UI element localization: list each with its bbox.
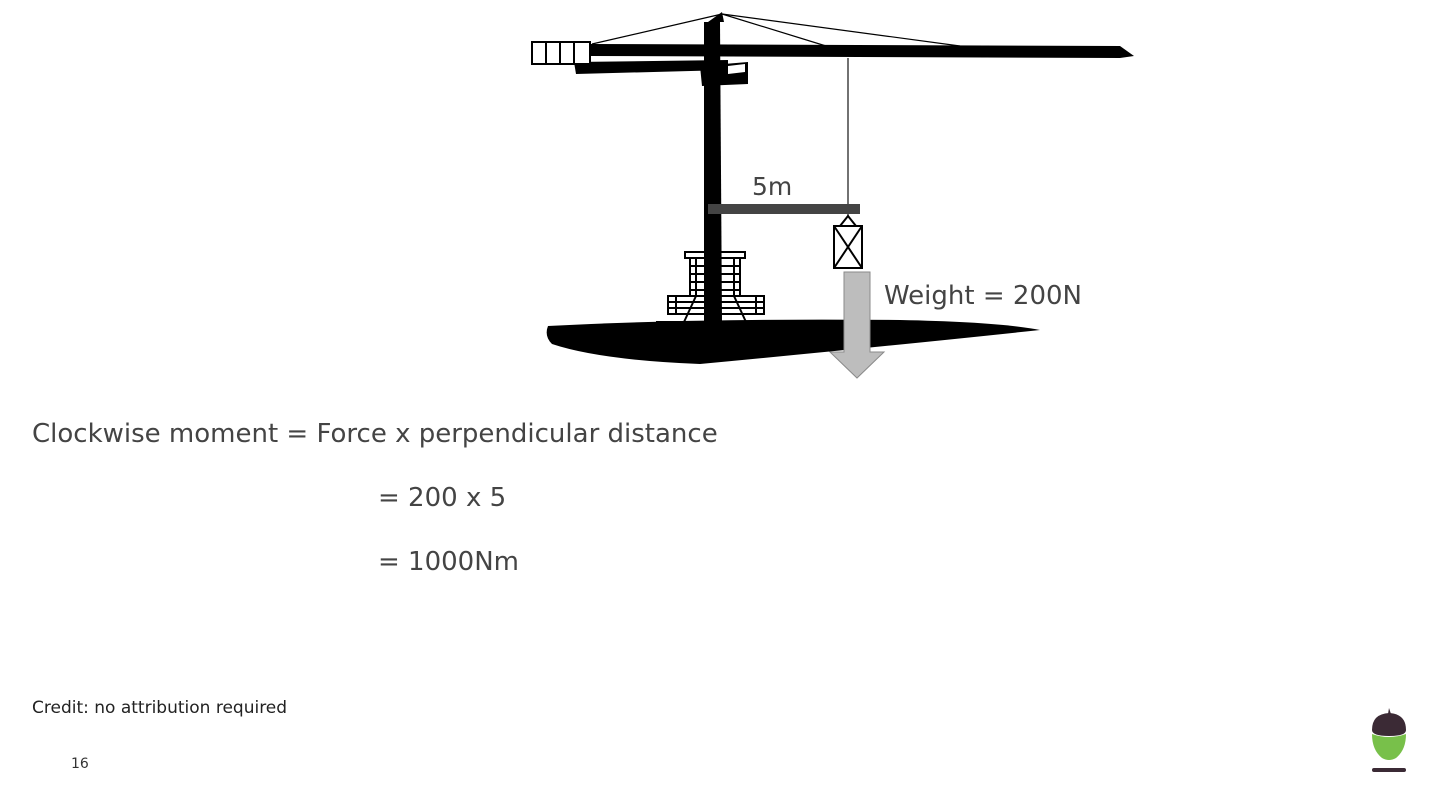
- weight-arrow: [828, 271, 886, 379]
- acorn-logo-icon: [1372, 708, 1406, 772]
- formula-line-1: Clockwise moment = Force x perpendicular…: [32, 419, 718, 449]
- crane-diagram: [531, 12, 1134, 379]
- weight-label: Weight = 200N: [884, 281, 1082, 311]
- crane-counterweights: [531, 41, 591, 65]
- crane-tower: [704, 22, 722, 322]
- formula-line-3: = 1000Nm: [378, 547, 519, 577]
- credit-text: Credit: no attribution required: [32, 698, 288, 718]
- load-box: [833, 214, 863, 269]
- crane-cables: [591, 13, 961, 47]
- formula-line-2: = 200 x 5: [378, 483, 507, 513]
- page-number: 16: [71, 756, 89, 772]
- crane-jib: [590, 44, 1134, 58]
- ground-silhouette: [546, 319, 1040, 364]
- distance-bar: [708, 204, 860, 214]
- distance-label: 5m: [752, 172, 793, 201]
- crane-counter-jib: [574, 60, 728, 74]
